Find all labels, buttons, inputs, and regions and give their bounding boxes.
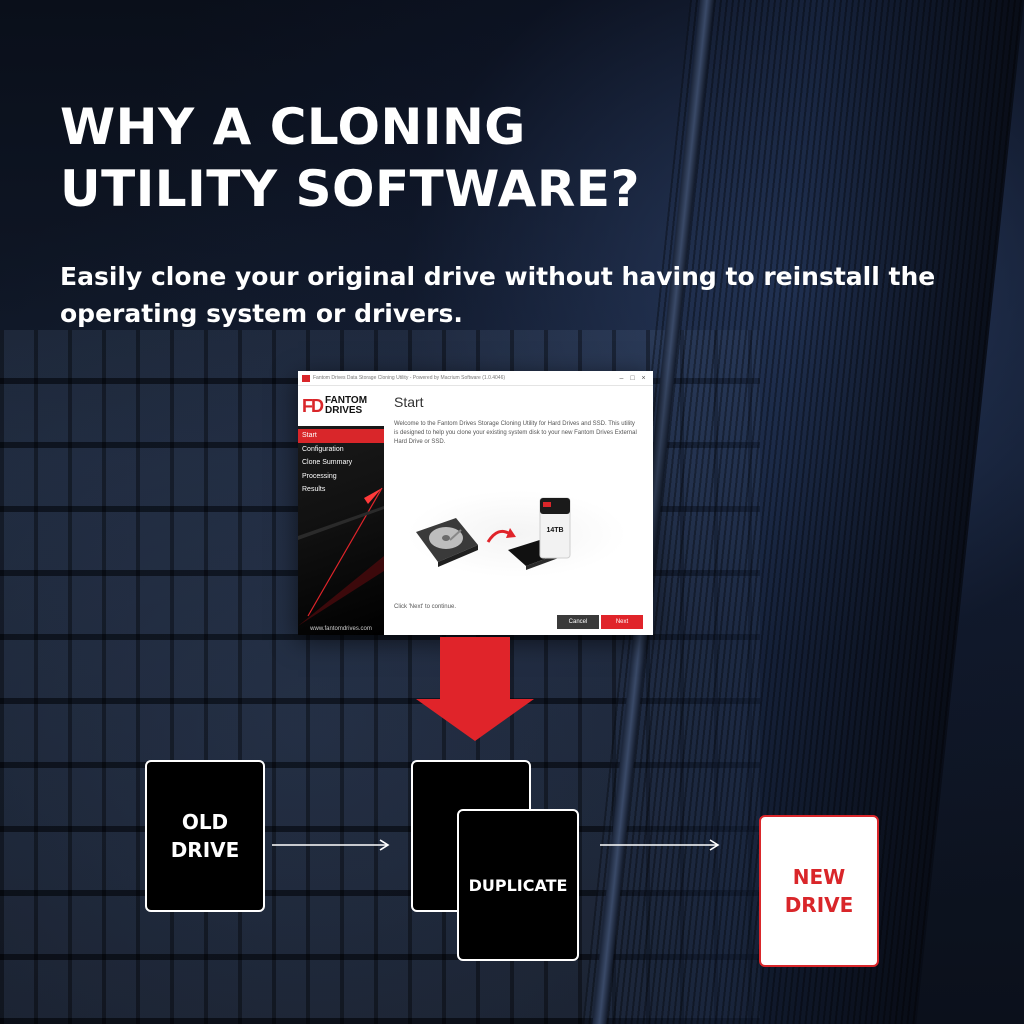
drive-capacity-label: 14TB xyxy=(546,527,563,534)
right-arrow-icon xyxy=(600,839,720,851)
window-titlebar[interactable]: Fantom Drives Data Storage Cloning Utili… xyxy=(298,371,653,386)
subheadline: Easily clone your original drive without… xyxy=(60,258,990,332)
down-arrow-icon xyxy=(416,637,534,741)
website-link[interactable]: www.fantomdrives.com xyxy=(310,626,372,632)
welcome-description: Welcome to the Fantom Drives Storage Clo… xyxy=(394,421,637,445)
external-drive-icon: 14TB xyxy=(539,497,571,559)
logo-line-1: FANTOM xyxy=(325,395,368,406)
app-icon xyxy=(302,374,310,382)
step-processing[interactable]: Processing xyxy=(302,472,337,480)
headline-line-1: WHY A CLONING xyxy=(60,98,526,156)
fantom-drives-logo: FD FANTOM DRIVES xyxy=(298,386,384,426)
logo-mark: FD xyxy=(302,395,324,416)
step-start[interactable]: Start xyxy=(298,429,384,443)
sidebar-light-streak-graphic xyxy=(298,487,384,626)
red-arrow-head xyxy=(506,528,516,538)
subheadline-line-1: Easily clone your original drive without… xyxy=(60,262,936,291)
logo-line-2: DRIVES xyxy=(325,405,363,416)
hard-drive-icon xyxy=(416,518,478,567)
close-icon[interactable]: × xyxy=(641,374,646,382)
old-drive-box: OLD DRIVE xyxy=(145,760,265,912)
hdd-to-drive-illustration: 14TB xyxy=(406,490,628,578)
duplicate-box: DUPLICATE xyxy=(457,809,579,961)
old-drive-line-1: OLD xyxy=(181,810,229,834)
headline: WHY A CLONING UTILITY SOFTWARE? xyxy=(60,96,700,220)
next-button[interactable]: Next xyxy=(601,615,643,629)
logo-words: FANTOM DRIVES xyxy=(325,396,367,416)
continue-hint: Click 'Next' to continue. xyxy=(394,604,456,610)
right-arrow-icon xyxy=(272,839,390,851)
subheadline-line-2: operating system or drivers. xyxy=(60,299,463,328)
maximize-icon[interactable]: □ xyxy=(630,374,635,382)
wizard-content: Start Welcome to the Fantom Drives Stora… xyxy=(384,386,653,635)
window-title: Fantom Drives Data Storage Cloning Utili… xyxy=(313,375,506,381)
new-drive-box: NEW DRIVE xyxy=(759,815,879,967)
old-drive-line-2: DRIVE xyxy=(170,838,240,862)
wizard-sidebar: FD FANTOM DRIVES Start Configuration Clo… xyxy=(298,386,384,635)
new-drive-line-2: DRIVE xyxy=(784,893,854,917)
red-curved-arrow-icon xyxy=(486,529,511,543)
cloning-utility-window: Fantom Drives Data Storage Cloning Utili… xyxy=(298,371,653,635)
cancel-button[interactable]: Cancel xyxy=(557,615,599,629)
wizard-steps: Start Configuration Clone Summary Proces… xyxy=(298,429,384,497)
step-results[interactable]: Results xyxy=(302,486,326,493)
headline-line-2: UTILITY SOFTWARE? xyxy=(60,160,641,218)
step-clone-summary[interactable]: Clone Summary xyxy=(302,459,353,466)
page-title: Start xyxy=(394,394,424,410)
minimize-icon[interactable]: – xyxy=(619,374,624,382)
step-configuration[interactable]: Configuration xyxy=(302,445,344,453)
new-drive-line-1: NEW xyxy=(792,865,846,889)
duplicate-label: DUPLICATE xyxy=(468,875,568,895)
